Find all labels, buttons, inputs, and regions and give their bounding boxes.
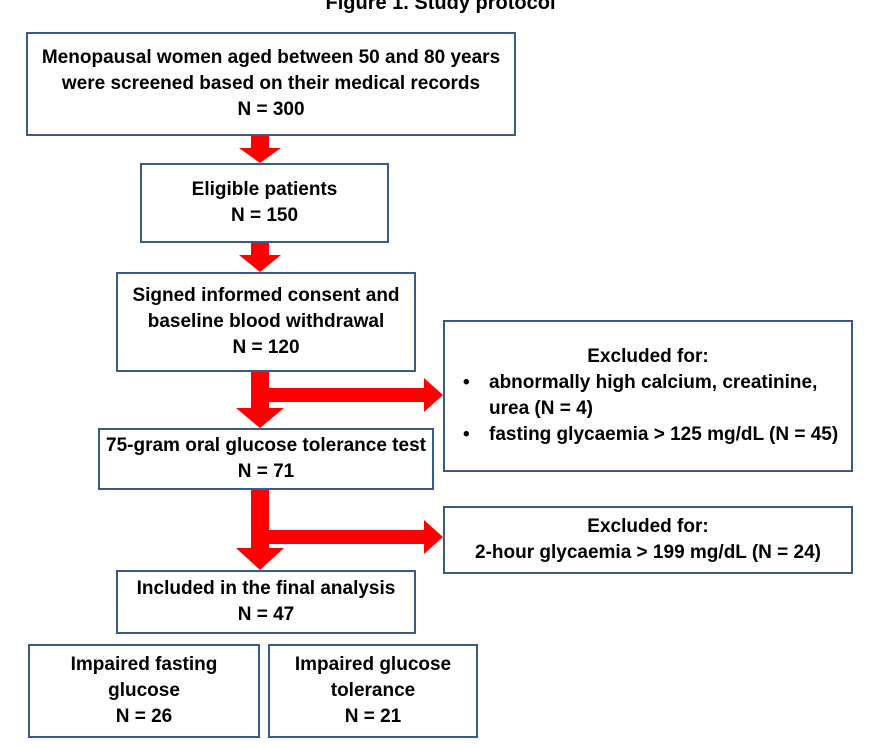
eligible-count: N = 150	[230, 205, 299, 226]
screened-line-1: Menopausal women aged between 50 and 80 …	[41, 47, 501, 68]
exclusion-1-heading: Excluded for:	[587, 346, 709, 367]
final-analysis-box: Included in the final analysis N = 47	[116, 570, 416, 634]
consent-count: N = 120	[232, 337, 300, 358]
impaired-glucose-tolerance-box: Impaired glucose tolerance N = 21	[268, 644, 478, 738]
screened-count: N = 300	[237, 99, 305, 120]
screened-box: Menopausal women aged between 50 and 80 …	[26, 32, 516, 136]
final-line-1: Included in the final analysis	[136, 578, 396, 599]
consent-box: Signed informed consent and baseline blo…	[116, 272, 416, 372]
igt-line-2: tolerance	[330, 680, 416, 701]
right-arrow-2	[269, 520, 443, 554]
down-arrow-1	[239, 136, 281, 163]
figure-caption: Figure 1. Study protocol	[325, 0, 556, 14]
ifg-count: N = 26	[115, 706, 173, 727]
down-arrow-4	[236, 490, 284, 570]
impaired-fasting-glucose-box: Impaired fasting glucose N = 26	[28, 644, 260, 738]
exclusion-1-list: abnormally high calcium, creatinine, urea…	[445, 370, 851, 448]
exclusion-1-item-1: abnormally high calcium, creatinine, urea…	[463, 370, 851, 422]
exclusion-box-1: Excluded for: abnormally high calcium, c…	[443, 320, 853, 472]
ogtt-count: N = 71	[237, 461, 295, 482]
down-arrow-3	[236, 372, 284, 428]
consent-line-2: baseline blood withdrawal	[147, 311, 385, 332]
ogtt-line-1: 75-gram oral glucose tolerance test	[106, 435, 426, 456]
exclusion-1-item-2-text: fasting glycaemia > 125 mg/dL (N = 45)	[489, 424, 839, 445]
igt-line-1: Impaired glucose	[294, 654, 452, 675]
exclusion-box-2: Excluded for: 2-hour glycaemia > 199 mg/…	[443, 506, 853, 574]
exclusion-2-line: 2-hour glycaemia > 199 mg/dL (N = 24)	[475, 542, 821, 563]
screened-line-2: were screened based on their medical rec…	[61, 73, 481, 94]
exclusion-2-heading: Excluded for:	[587, 516, 709, 537]
eligible-line-1: Eligible patients	[191, 179, 338, 200]
final-count: N = 47	[237, 604, 295, 625]
igt-count: N = 21	[344, 706, 402, 727]
exclusion-1-item-2: fasting glycaemia > 125 mg/dL (N = 45)	[463, 422, 851, 448]
exclusion-1-item-1-cont: urea (N = 4)	[489, 398, 594, 419]
down-arrow-2	[239, 243, 281, 272]
consent-line-1: Signed informed consent and	[132, 285, 400, 306]
ifg-line-2: glucose	[108, 680, 180, 701]
eligible-box: Eligible patients N = 150	[140, 163, 389, 243]
exclusion-1-item-1-text: abnormally high calcium, creatinine,	[489, 372, 818, 393]
ifg-line-1: Impaired fasting	[70, 654, 218, 675]
ogtt-box: 75-gram oral glucose tolerance test N = …	[98, 428, 434, 490]
right-arrow-1	[269, 378, 443, 412]
